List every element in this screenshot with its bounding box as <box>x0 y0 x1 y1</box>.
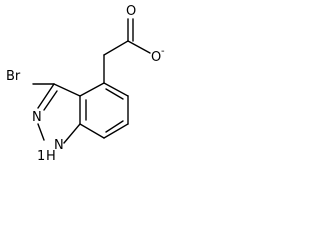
bond-c3-n2 <box>37 83 55 109</box>
bond-c3a-c3 <box>53 83 81 97</box>
bromine-atom-label: Br <box>6 69 21 84</box>
nh-nitrogen-label: N <box>54 138 64 153</box>
double-bond-c3-n2-inner <box>43 90 58 111</box>
ring-nitrogen-label: N <box>32 110 42 125</box>
negative-charge-label: - <box>161 46 165 57</box>
carboxylate-oxygen-label: O <box>151 50 161 65</box>
bond-c-o-minus <box>127 40 151 54</box>
benzene-ring <box>79 82 129 139</box>
carbonyl-oxygen-label: O <box>126 4 136 19</box>
bond-n2-n1 <box>37 123 45 141</box>
bond-ch2-c-carboxyl <box>103 40 129 56</box>
bond-c3a-c4 <box>79 82 105 97</box>
double-bond-c4-c5-inner <box>105 88 124 100</box>
double-bond-c6-c7-inner <box>105 120 124 133</box>
pyrazole-ring <box>37 83 81 144</box>
chemical-structure-diagram: Br O O - N 1 H N <box>6 4 165 164</box>
bond-n1-c7a <box>63 123 81 144</box>
bond-c6-c7 <box>103 123 129 139</box>
nh-locant-label: 1 <box>37 149 45 164</box>
substituent-bonds <box>32 18 151 85</box>
nh-hydrogen-label: H <box>46 149 56 164</box>
bond-c7-c7a <box>79 123 105 139</box>
bond-c4-c5 <box>103 82 129 97</box>
